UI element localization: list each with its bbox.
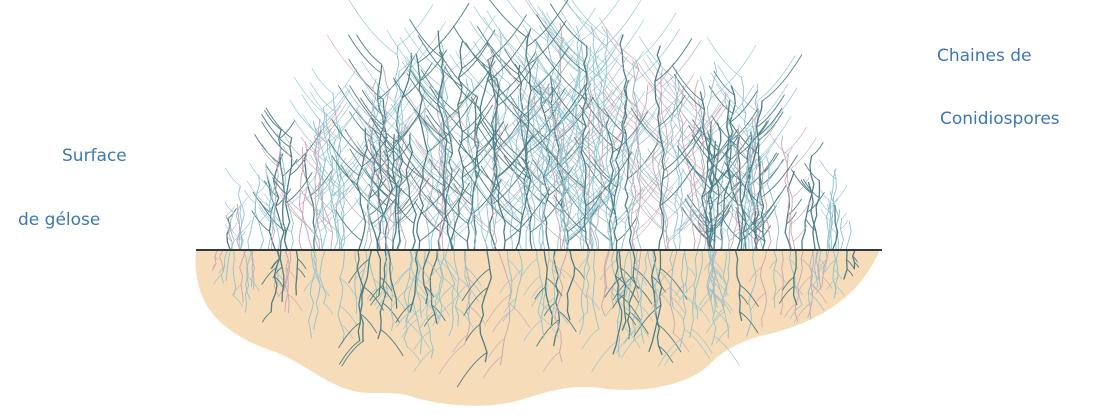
conidiospore-label-line2: Conidiospores — [940, 111, 1060, 128]
surface-label-line1: Surface — [62, 148, 127, 165]
surface-label-line2: de gélose — [18, 212, 100, 229]
aerial-hyphae — [225, 0, 851, 250]
agar-medium — [195, 250, 880, 406]
conidiospore-label-line1: Chaines de — [937, 48, 1032, 65]
